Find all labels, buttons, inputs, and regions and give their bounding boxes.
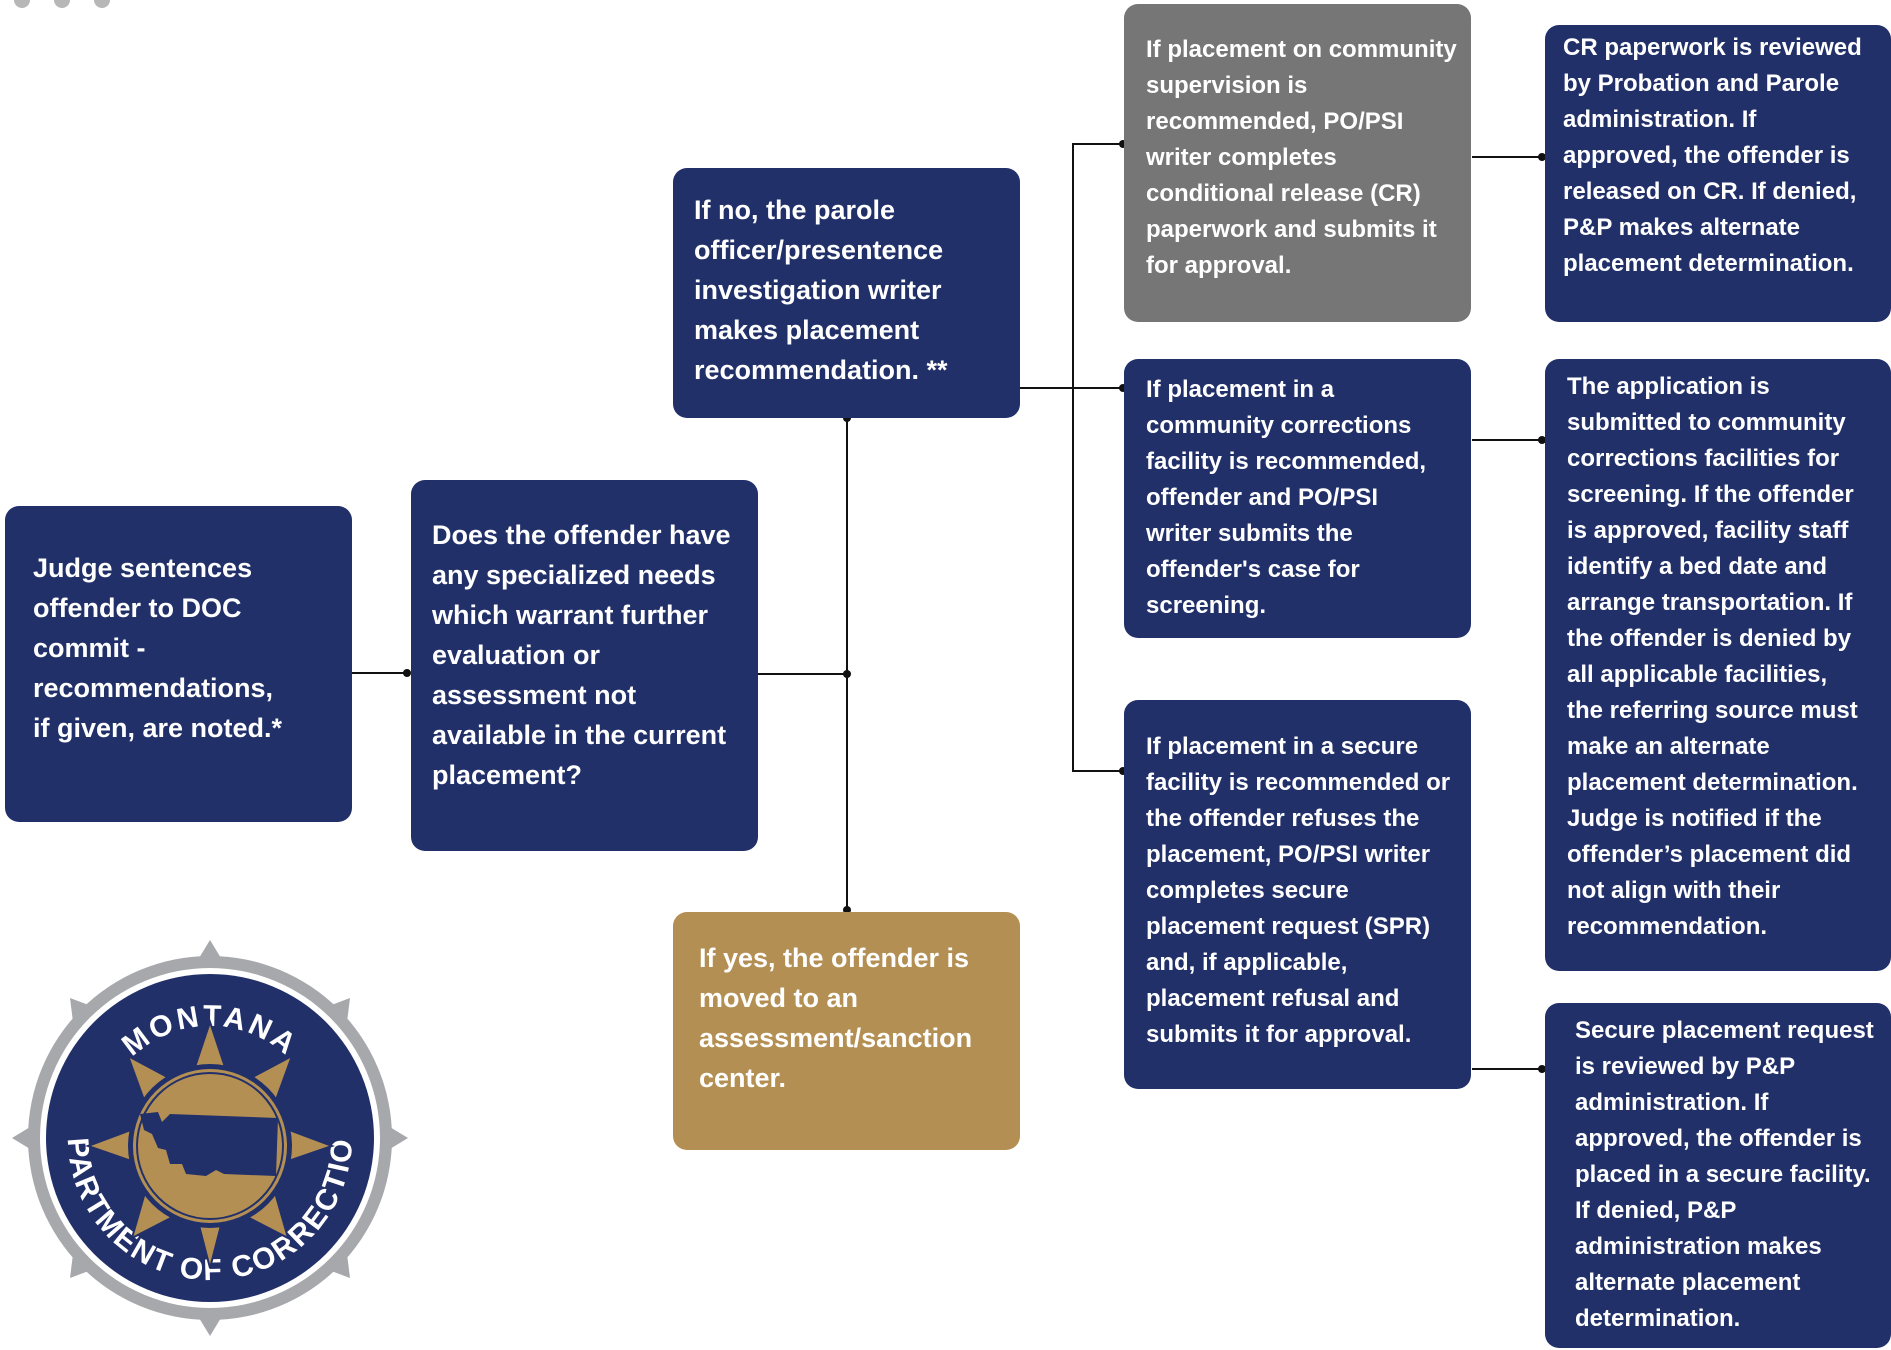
junction-dot: [843, 670, 851, 678]
connector-question-to-spine: [758, 673, 847, 675]
connector-vertical-spine: [846, 418, 848, 910]
junction-dot: [1119, 384, 1127, 392]
junction-dot: [1538, 1065, 1546, 1073]
window-dot: [94, 0, 110, 8]
secure-facility-box: If placement in a secure facility is rec…: [1124, 700, 1471, 1089]
connector-branch-bottom: [1072, 770, 1124, 772]
connector-branch-middle: [1072, 387, 1124, 389]
community-corrections-box: If placement in a community corrections …: [1124, 359, 1471, 638]
connector-cr-to-review: [1472, 156, 1580, 158]
connector-judge-to-question: [351, 672, 407, 674]
seal-star-badge: [85, 1018, 335, 1269]
assessment-sanction-center-box: If yes, the offender is moved to an asse…: [673, 912, 1020, 1150]
judge-sentences-box: Judge sentences offender to DOC commit -…: [5, 506, 352, 822]
department-seal: MONTANA DEPARTMENT OF CORRECTIONS: [10, 938, 408, 1336]
junction-dot: [1538, 436, 1546, 444]
junction-dot: [843, 414, 851, 422]
application-screening-box: The application is submitted to communit…: [1545, 359, 1891, 971]
junction-dot: [1119, 767, 1127, 775]
specialized-needs-question-box: Does the offender have any specialized n…: [411, 480, 758, 851]
connector-no-to-branch: [1020, 387, 1074, 389]
window-dot: [14, 0, 30, 8]
window-controls: [14, 0, 110, 16]
spr-review-box: Secure placement request is reviewed by …: [1545, 1003, 1891, 1348]
connector-cc-to-application: [1472, 439, 1584, 441]
connector-branch-top: [1072, 143, 1124, 145]
community-supervision-box: If placement on community supervision is…: [1124, 4, 1471, 322]
connector-branch-vertical: [1072, 143, 1074, 771]
montana-state-shape: [140, 1112, 278, 1176]
junction-dot: [403, 669, 411, 677]
junction-dot: [843, 906, 851, 914]
junction-dot: [1538, 153, 1546, 161]
connector-secure-to-review: [1472, 1068, 1589, 1070]
window-dot: [54, 0, 70, 8]
cr-review-box: CR paperwork is reviewed by Probation an…: [1545, 25, 1891, 322]
junction-dot: [1119, 140, 1127, 148]
parole-officer-recommendation-box: If no, the parole officer/presentence in…: [673, 168, 1020, 418]
